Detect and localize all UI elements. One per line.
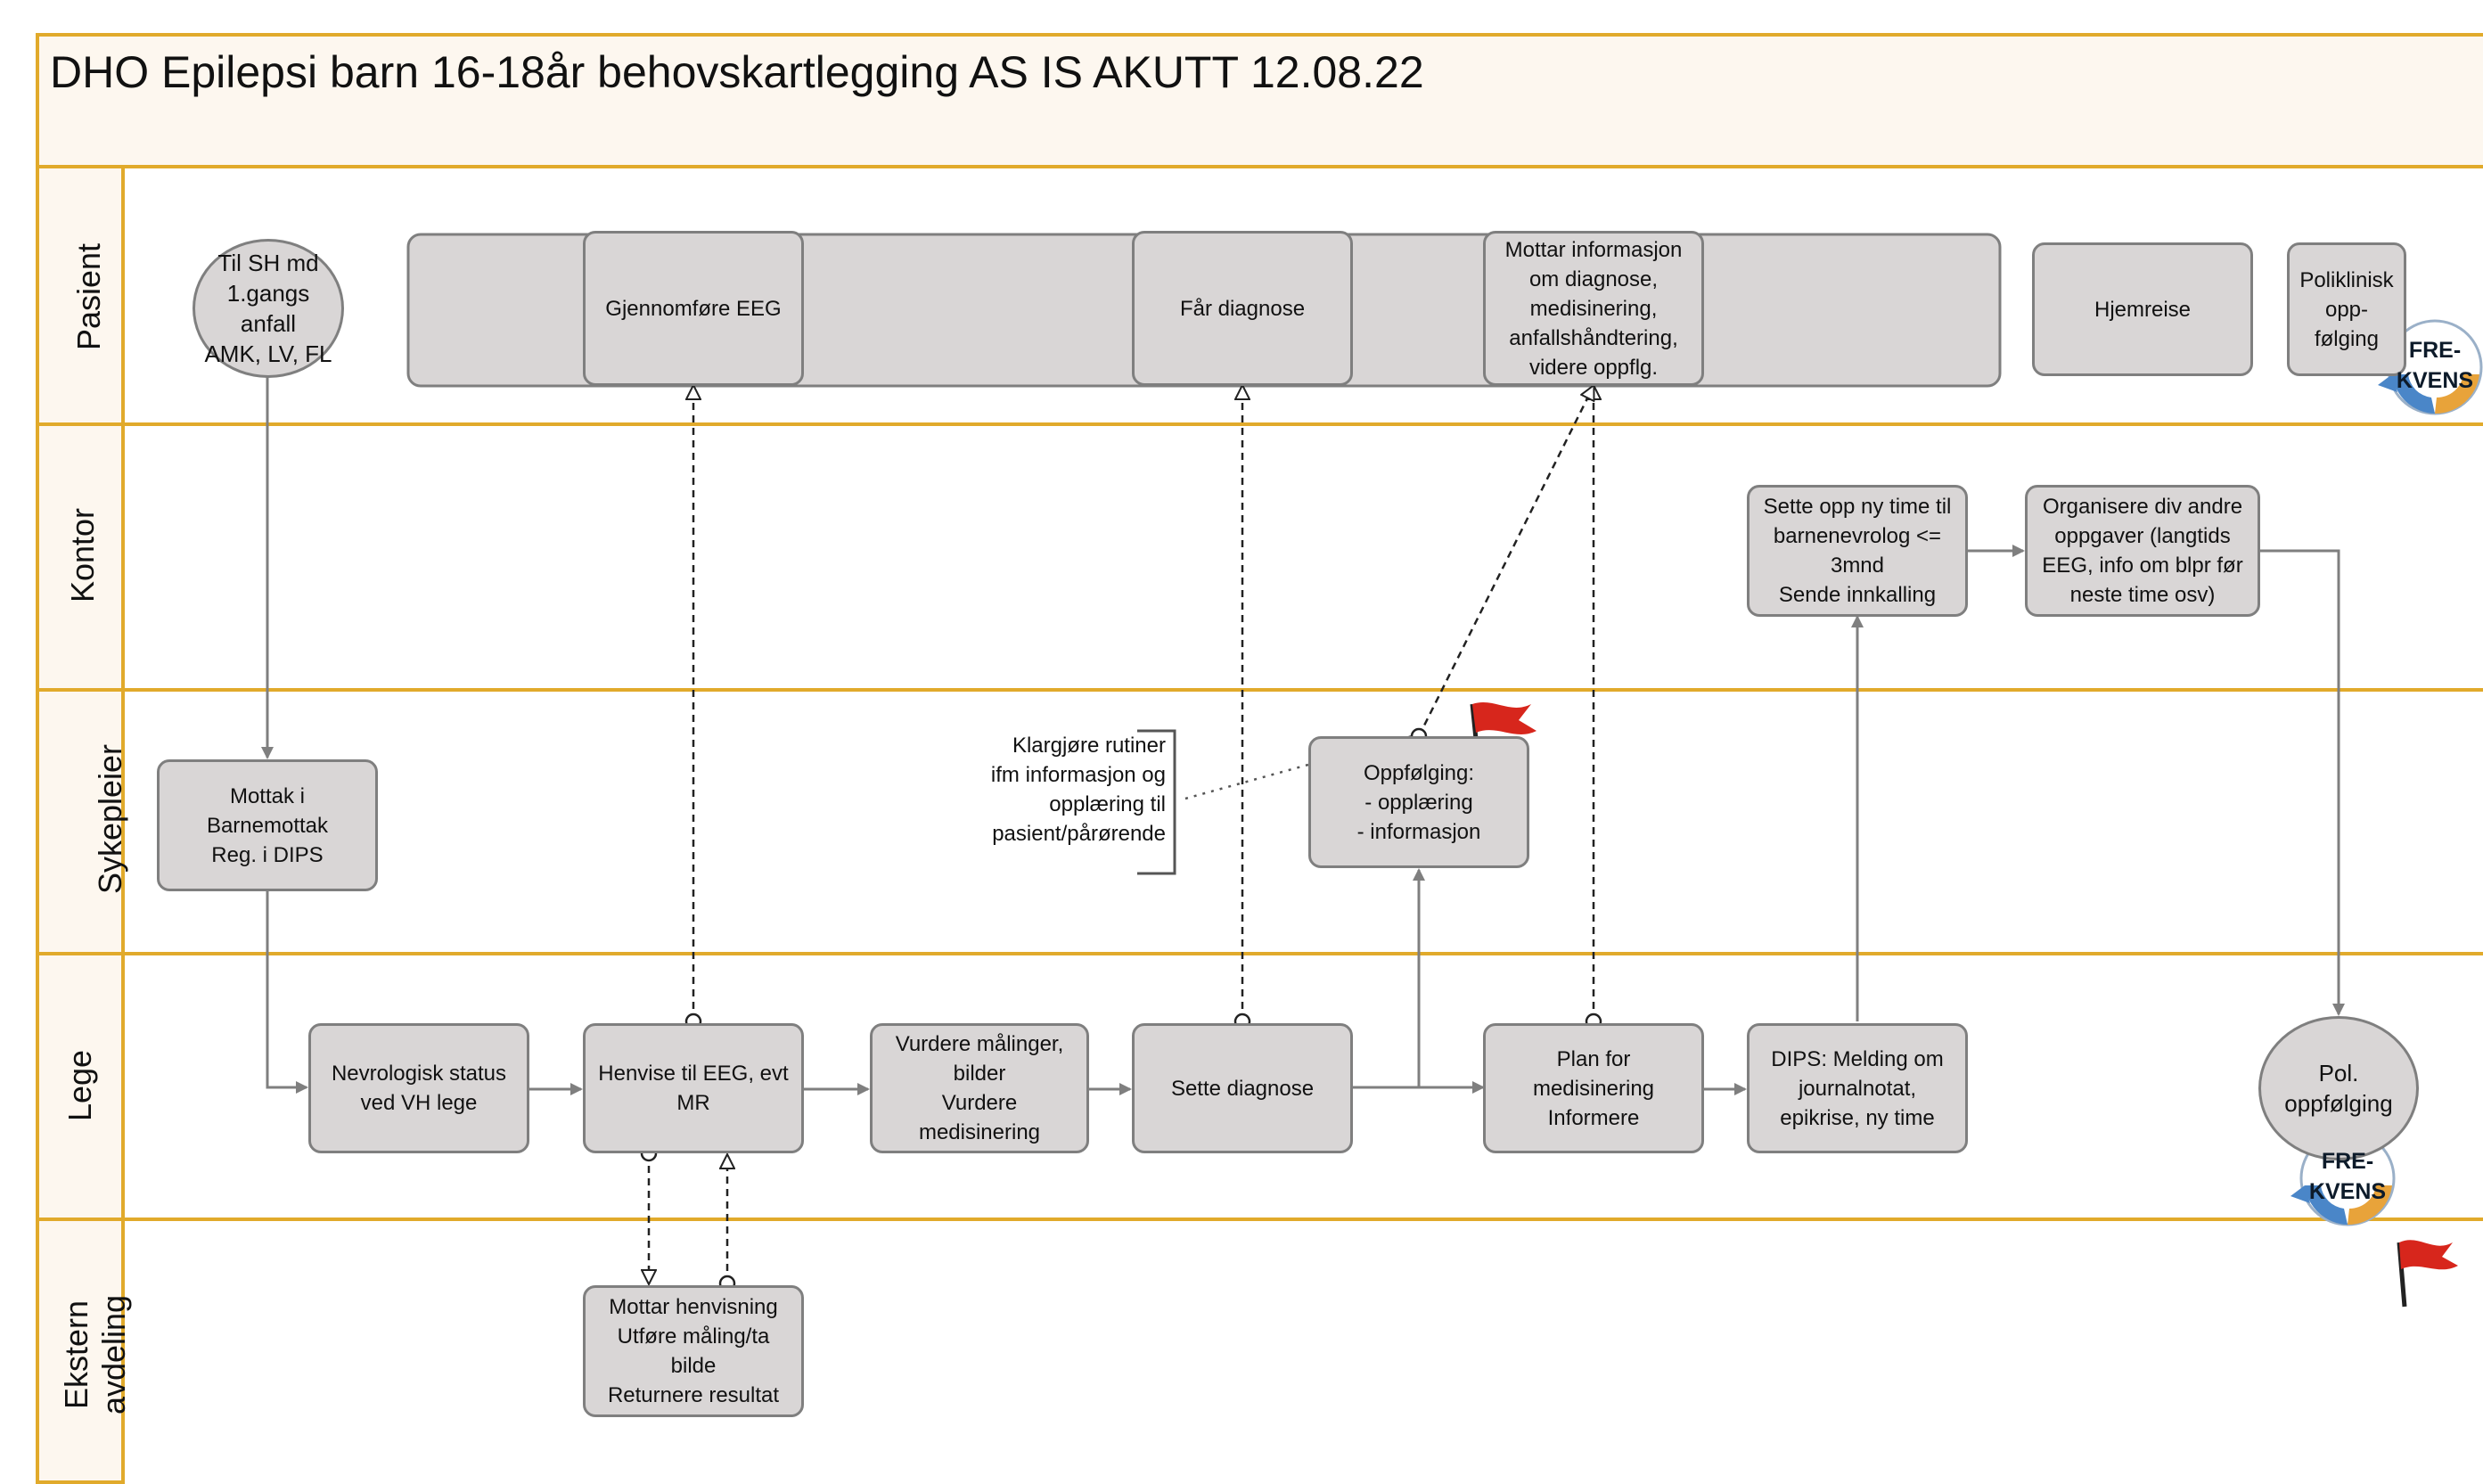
annotation-bracket <box>1137 729 1176 875</box>
oppfolging-node: Oppfølging: - opplæring - informasjon <box>1308 736 1529 868</box>
lane-divider <box>36 1218 2483 1221</box>
dips-node: DIPS: Melding om journalnotat, epikrise,… <box>1747 1023 1968 1153</box>
mottak-node: Mottak i Barnemottak Reg. i DIPS <box>157 759 378 891</box>
lane-label-column <box>36 165 125 1484</box>
henvise-node: Henvise til EEG, evt MR <box>583 1023 804 1153</box>
annotation-text: Klargjøre rutiner ifm informasjon og opp… <box>990 734 1166 846</box>
nevrologisk-status-node: Nevrologisk status ved VH lege <box>308 1023 529 1153</box>
frequency-cycle-icon <box>2378 319 2483 415</box>
info-oppfolging-to-mottar-info <box>1417 386 1594 737</box>
annotation-link <box>1184 734 1413 800</box>
sub-band <box>36 119 2483 168</box>
lane-divider <box>36 688 2483 692</box>
poliklinisk-node: Poliklinisk opp- følging <box>2287 242 2406 376</box>
flag-icon <box>2397 1240 2458 1308</box>
flow-mottak-to-nevrologisk <box>266 890 308 1094</box>
far-diagnose-node: Får diagnose <box>1132 231 1353 386</box>
hjemreise-node: Hjemreise <box>2032 242 2253 376</box>
mottar-henvisning-node: Mottar henvisning Utføre måling/ta bilde… <box>583 1285 804 1417</box>
frequency-badge-label: FRE- KVENS <box>2396 338 2474 393</box>
frequency-badge-label: FRE- KVENS <box>2308 1149 2387 1204</box>
gjennomfore-eeg-node: Gjennomføre EEG <box>583 231 804 386</box>
organisere-node: Organisere div andre oppgaver (langtids … <box>2025 485 2260 617</box>
vurdere-node: Vurdere målinger, bilder Vurdere medisin… <box>870 1023 1089 1153</box>
pol-oppfolging-node: Pol. oppfølging <box>2258 1016 2419 1160</box>
lane-divider <box>36 952 2483 955</box>
sette-diagnose-node: Sette diagnose <box>1132 1023 1353 1153</box>
flow-organisere-to-pol <box>2260 549 2345 1016</box>
title-band <box>36 33 2483 122</box>
plan-node: Plan for medisinering Informere <box>1483 1023 1704 1153</box>
mottar-informasjon-node: Mottar informasjon om diagnose, medisine… <box>1483 231 1704 386</box>
start-node: Til SH md 1.gangs anfall AMK, LV, FL <box>193 239 344 378</box>
sette-opp-time-node: Sette opp ny time til barnenevrolog <= 3… <box>1747 485 1968 617</box>
lane-divider <box>36 422 2483 426</box>
diagram-title: DHO Epilepsi barn 16-18år behovskartlegg… <box>50 47 1424 97</box>
